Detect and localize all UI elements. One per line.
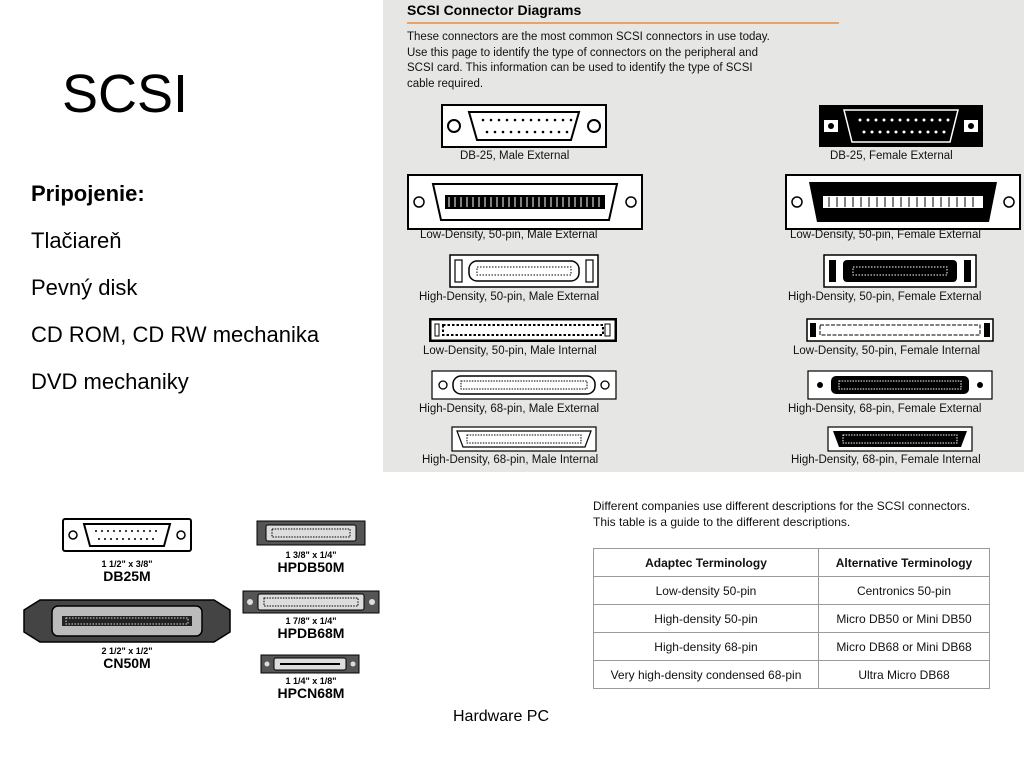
table-header-row: Adaptec Terminology Alternative Terminol… [593,548,990,577]
hpcn68m-connector-image [260,654,360,674]
slide-title: SCSI [62,64,189,124]
bullet-item: Pripojenie: [31,181,145,206]
panel-description: These connectors are the most common SCS… [407,31,770,90]
connector-label: High-Density, 68-pin, Female External [788,403,982,415]
table-cell: High-density 68-pin [593,632,819,661]
table-cell: Very high-density condensed 68-pin [593,660,819,689]
connector-name: DB25M [103,568,151,584]
hd68-male-external-connector [431,370,617,400]
connector-name: HPDB68M [277,625,345,641]
table-cell: High-density 50-pin [593,604,819,633]
table-row: High-density 68-pin Micro DB68 or Mini D… [593,632,990,661]
hd68-female-external-connector [807,370,993,400]
table-cell: Ultra Micro DB68 [818,660,990,689]
connector-size: 1 1/2" x 3/8" [101,559,153,569]
connector-label: Low-Density, 50-pin, Female Internal [793,345,981,357]
connector-size: 1 7/8" x 1/4" [285,616,337,626]
connector-label: High-Density, 50-pin, Male External [419,291,600,303]
panel-title: SCSI Connector Diagrams [407,2,582,18]
connector-label: DB-25, Female External [830,150,953,162]
ld50-female-external-connector [785,174,1021,230]
bullet-item: Tlačiareň [31,228,122,253]
connector-label: High-Density, 68-pin, Male Internal [422,454,599,466]
connector-name: HPDB50M [277,559,345,575]
connector-label: Low-Density, 50-pin, Female External [790,229,981,241]
hd68-male-internal-connector [451,426,597,452]
terminology-table: Adaptec Terminology Alternative Terminol… [593,548,990,689]
connector-name: HPCN68M [277,685,345,701]
db25-female-connector [819,105,983,147]
ld50-male-external-connector [407,174,643,230]
connector-label: High-Density, 50-pin, Female External [788,291,982,303]
column-header: Adaptec Terminology [593,548,819,577]
connector-label: DB-25, Male External [460,150,570,162]
connector-label: Low-Density, 50-pin, Male Internal [423,345,597,357]
connector-size: 1 3/8" x 1/4" [285,550,337,560]
connector-name: CN50M [103,655,151,671]
hpdb50m-connector-image [256,520,366,546]
connector-photos: 1 1/2" x 3/8" DB25M 2 1/2" x 1/2" CN50M … [0,510,380,710]
connector-size: 1 1/4" x 1/8" [285,676,337,686]
bullet-item: Pevný disk [31,275,138,300]
table-cell: Micro DB68 or Mini DB68 [818,632,990,661]
connector-diagram-panel: SCSI Connector Diagrams These connectors… [383,0,1024,472]
table-row: High-density 50-pin Micro DB50 or Mini D… [593,604,990,633]
terminology-description: Different companies use different descri… [593,499,971,529]
slide-footer: Hardware PC [453,708,550,725]
db25-male-connector [441,104,607,148]
hd68-female-internal-connector [827,426,973,452]
ld50-male-internal-connector [429,318,617,342]
title-divider [407,22,839,24]
connector-label: Low-Density, 50-pin, Male External [420,229,598,241]
bullet-item: CD ROM, CD RW mechanika [31,322,320,347]
connector-label: High-Density, 68-pin, Male External [419,403,600,415]
bullet-item: DVD mechaniky [31,369,189,394]
hpdb68m-connector-image [242,590,380,614]
connector-size: 2 1/2" x 1/2" [101,646,153,656]
table-cell: Micro DB50 or Mini DB50 [818,604,990,633]
cn50m-connector-image [23,599,231,643]
column-header: Alternative Terminology [818,548,990,577]
table-cell: Centronics 50-pin [818,576,990,605]
terminology-panel: Different companies use different descri… [383,472,1024,708]
table-row: Low-density 50-pin Centronics 50-pin [593,576,990,605]
db25m-connector-image [62,518,192,552]
hd50-male-external-connector [449,254,599,288]
ld50-female-internal-connector [806,318,994,342]
connector-label: High-Density, 68-pin, Female Internal [791,454,981,466]
bullet-list: Pripojenie: Tlačiareň Pevný disk CD ROM,… [31,170,376,405]
table-cell: Low-density 50-pin [593,576,819,605]
table-row: Very high-density condensed 68-pin Ultra… [593,660,990,689]
hd50-female-external-connector [823,254,977,288]
